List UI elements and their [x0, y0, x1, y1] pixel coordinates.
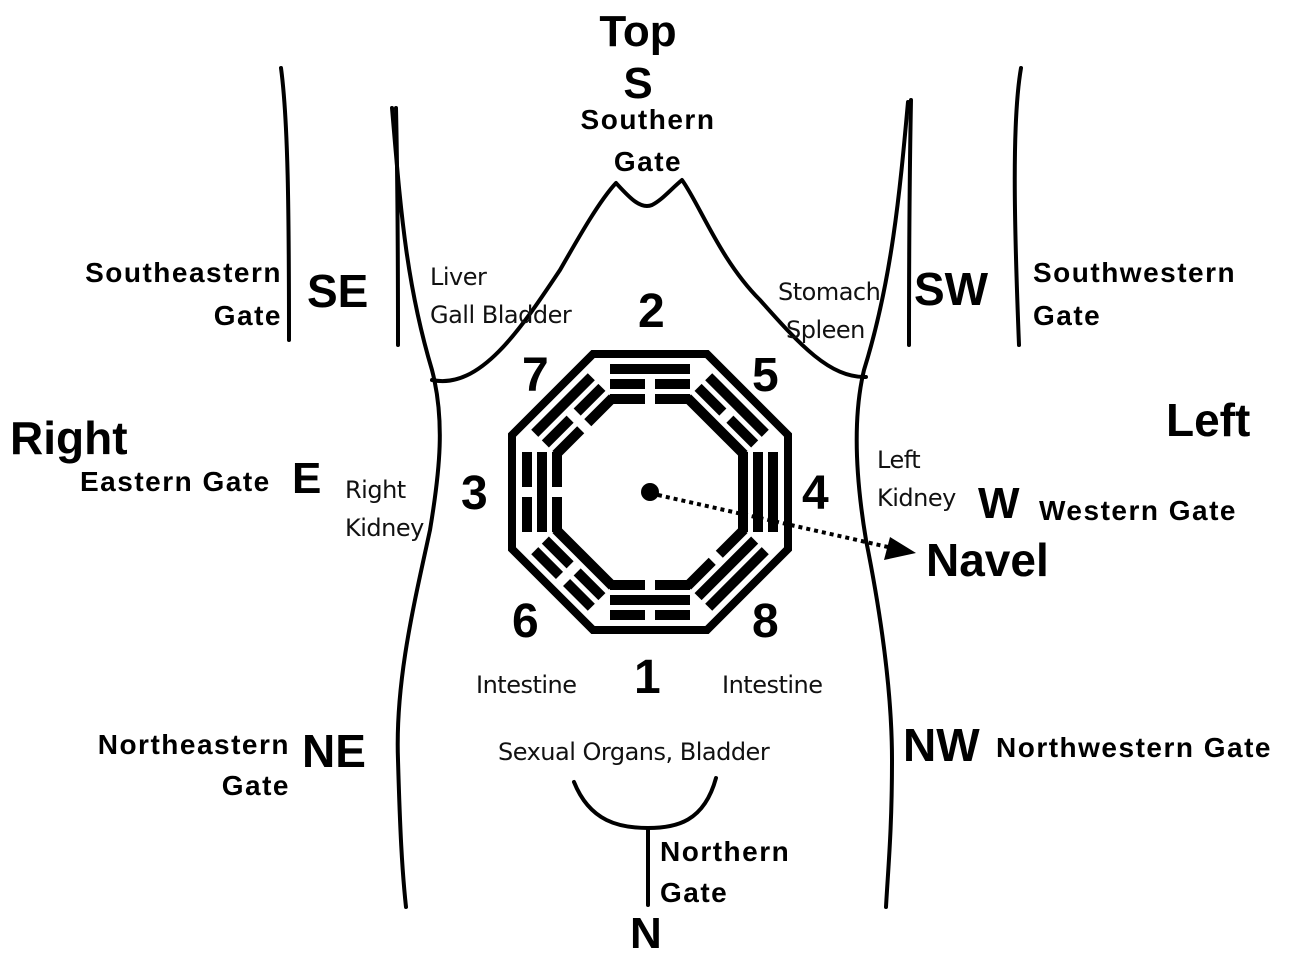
- intestine-left-label: Intestine: [476, 673, 577, 697]
- trigram-right: [738, 452, 778, 532]
- western-gate-label: Western Gate: [1039, 497, 1237, 525]
- southern-gate-line1: Southern: [548, 106, 748, 134]
- liver-label: Liver: [430, 265, 486, 289]
- e-direction-label: E: [292, 457, 321, 501]
- stomach-label: Stomach: [778, 280, 880, 304]
- nw-direction-label: NW: [903, 722, 980, 768]
- southern-gate-line2: Gate: [548, 148, 748, 176]
- southwestern-gate-line2: Gate: [1033, 302, 1101, 330]
- number-7: 7: [522, 352, 549, 400]
- gall-bladder-label: Gall Bladder: [430, 303, 571, 327]
- trigram-top: [610, 364, 690, 404]
- ne-direction-label: NE: [302, 728, 366, 774]
- left-arm-outline: [1015, 68, 1021, 345]
- left-side-label: Left: [1166, 397, 1250, 443]
- w-direction-label: W: [978, 482, 1020, 526]
- sw-direction-label: SW: [914, 266, 988, 312]
- navel-center-dot: [641, 483, 659, 501]
- number-1: 1: [634, 654, 661, 702]
- arm-sleeve-left: [909, 100, 911, 345]
- southeastern-gate-line2: Gate: [40, 302, 282, 330]
- sexual-organs-bladder-label: Sexual Organs, Bladder: [498, 740, 769, 764]
- northern-gate-line2: Gate: [660, 879, 728, 907]
- number-4: 4: [802, 470, 829, 518]
- trigram-left: [522, 452, 562, 532]
- s-direction-label: S: [588, 62, 688, 106]
- number-8: 8: [752, 598, 779, 646]
- trigram-bottom: [610, 580, 690, 620]
- spleen-label-visible: Spleen: [786, 318, 865, 342]
- right-kidney-line2: Kidney: [345, 516, 424, 540]
- arm-sleeve-right: [396, 108, 398, 345]
- southeastern-gate-line1: Southeastern: [40, 259, 282, 287]
- northern-gate-line1: Northern: [660, 838, 790, 866]
- northeastern-gate-line1: Northeastern: [40, 731, 290, 759]
- left-kidney-line1: Left: [877, 448, 920, 472]
- pelvis-curve: [574, 778, 716, 828]
- right-side-label: Right: [10, 415, 128, 461]
- navel-label: Navel: [926, 537, 1049, 583]
- right-arm-outline: [281, 68, 289, 340]
- number-2: 2: [638, 288, 665, 336]
- eastern-gate-label: Eastern Gate: [80, 468, 271, 496]
- intestine-right-label: Intestine: [722, 673, 823, 697]
- number-6: 6: [512, 598, 539, 646]
- northeastern-gate-line2: Gate: [40, 772, 290, 800]
- bagua-octagon-icon: [512, 354, 788, 630]
- left-kidney-line2: Kidney: [877, 486, 956, 510]
- southwestern-gate-line1: Southwestern: [1033, 259, 1236, 287]
- right-kidney-line1: Right: [345, 478, 406, 502]
- number-3: 3: [461, 470, 488, 518]
- n-direction-label: N: [630, 912, 662, 956]
- top-label: Top: [588, 10, 688, 54]
- trigram-bottom-left: [531, 526, 616, 611]
- se-direction-label: SE: [307, 268, 368, 314]
- number-5: 5: [752, 352, 779, 400]
- northwestern-gate-label: Northwestern Gate: [996, 734, 1272, 762]
